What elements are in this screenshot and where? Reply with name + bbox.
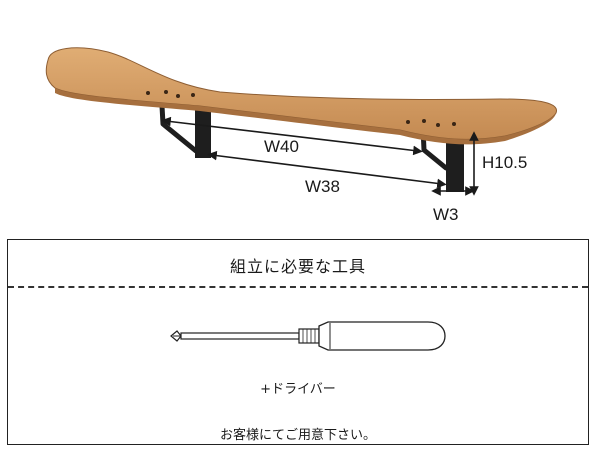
tool-note-label: お客様にてご用意下さい。 (219, 428, 376, 443)
product-illustration: W40 W38 H10.5 W3 (45, 47, 557, 224)
w3-label: W3 (433, 205, 459, 224)
h105-label: H10.5 (482, 153, 527, 172)
w40-dimension-line (161, 116, 423, 156)
screwdriver-icon (168, 316, 448, 356)
w38-dimension-line (207, 150, 447, 189)
skateboard-shelf-drawing: W40 W38 H10.5 W3 (45, 47, 557, 224)
skateboard-deck (45, 47, 557, 145)
w40-label: W40 (264, 137, 299, 156)
w38-label: W38 (305, 177, 340, 196)
tools-title: 組立に必要な工具 (229, 257, 366, 276)
dashed-divider (8, 286, 588, 288)
required-tools-box: 組立に必要な工具 +ドライバー お客様にてご用意下さい。 (7, 239, 589, 445)
left-bracket (159, 103, 211, 158)
tool-name-label: +ドライバー (260, 382, 336, 397)
